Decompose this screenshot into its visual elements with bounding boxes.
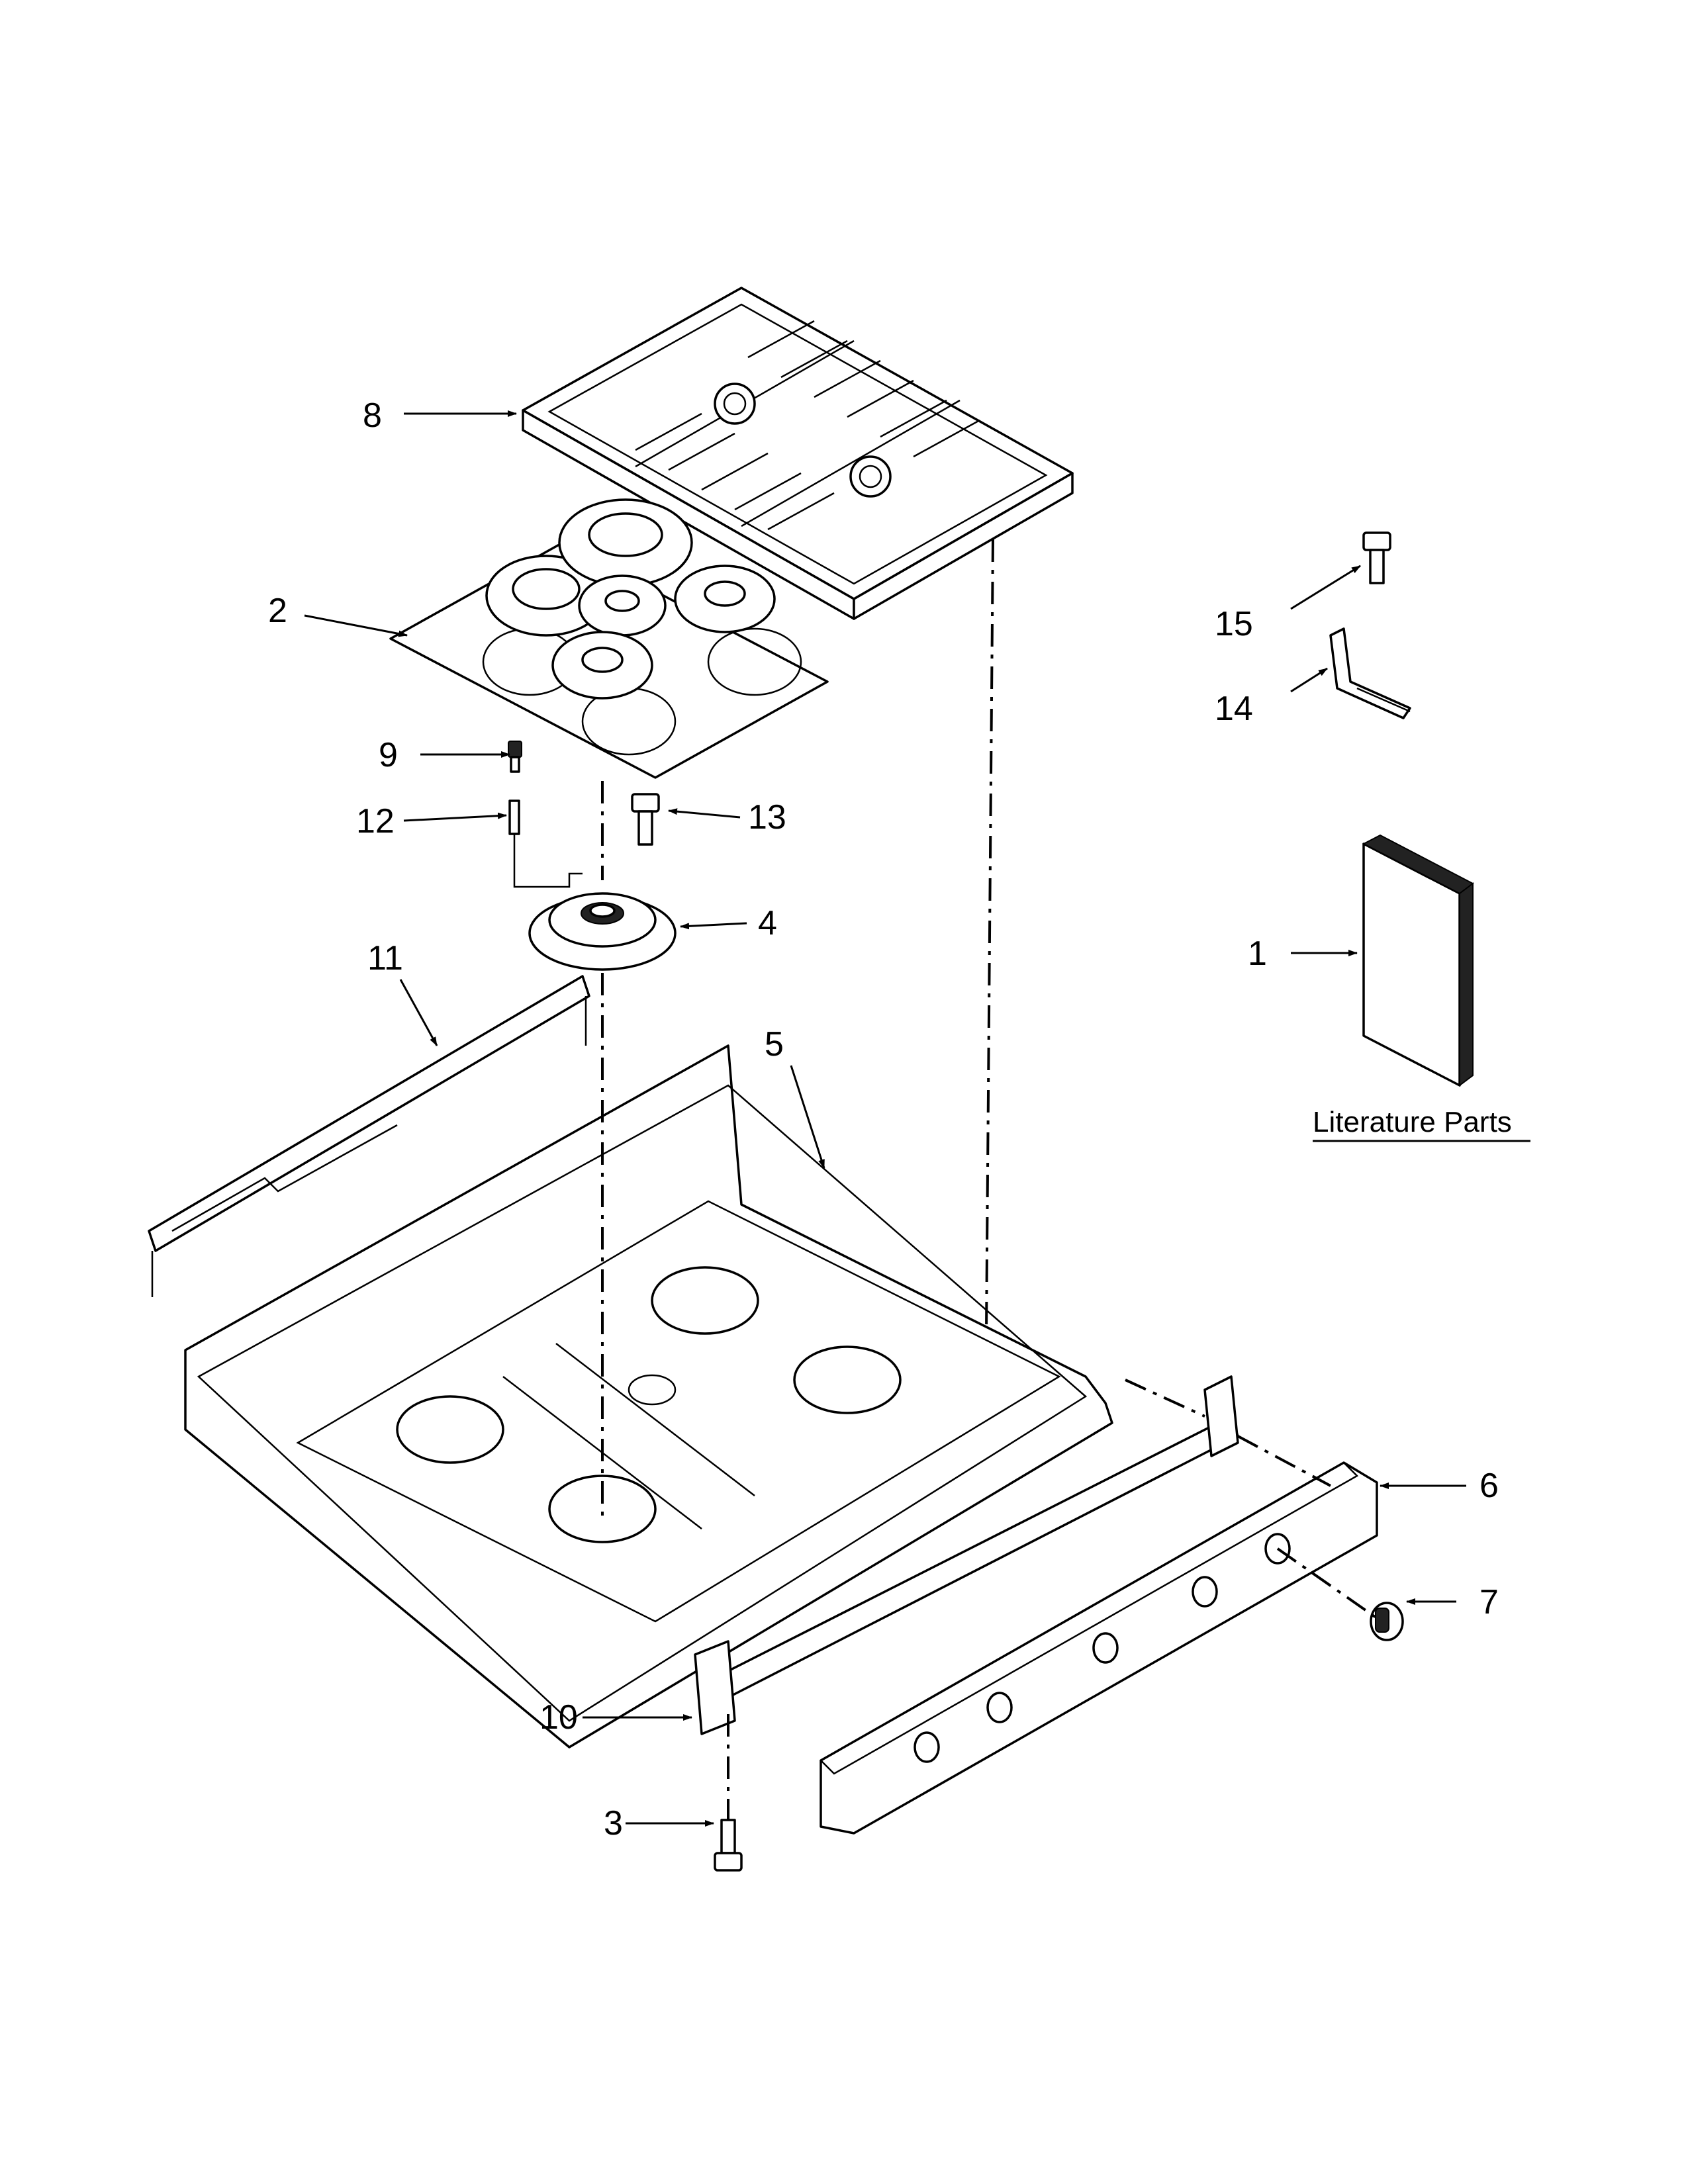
leaders — [304, 410, 1466, 1827]
literature-parts-label: Literature Parts — [1313, 1106, 1512, 1138]
callout-12: 12 — [356, 802, 395, 841]
callout-7: 7 — [1479, 1583, 1499, 1621]
callout-2: 2 — [268, 592, 287, 630]
assembly-lines — [601, 539, 1378, 1820]
callout-15: 15 — [1215, 605, 1253, 643]
bracket-11 — [148, 975, 590, 1297]
knob — [1370, 1602, 1404, 1641]
callout-5: 5 — [765, 1025, 784, 1064]
main-top — [184, 1044, 1113, 1749]
callout-4: 4 — [758, 904, 777, 942]
callout-13: 13 — [748, 798, 786, 837]
control-panel — [819, 1461, 1378, 1835]
literature-book — [1362, 834, 1474, 1087]
screw-13 — [631, 793, 660, 846]
callout-3: 3 — [604, 1804, 623, 1843]
rail-10 — [694, 1375, 1239, 1735]
callout-labels: 8 2 9 12 13 4 11 5 6 7 10 3 15 14 1 Lite… — [268, 396, 1530, 1843]
callout-11: 11 — [367, 939, 403, 978]
grate — [522, 287, 1074, 620]
callout-1: 1 — [1248, 934, 1267, 973]
callout-6: 6 — [1479, 1467, 1499, 1505]
cooktop-glass — [389, 498, 829, 779]
callout-14: 14 — [1215, 690, 1253, 728]
callout-9: 9 — [379, 736, 398, 774]
screw-15 — [1362, 531, 1391, 584]
igniter — [508, 741, 583, 888]
callout-10: 10 — [539, 1698, 578, 1737]
screw-3 — [714, 1819, 743, 1872]
clip-14 — [1329, 627, 1411, 719]
callout-8: 8 — [363, 396, 382, 435]
burner-base — [528, 892, 677, 971]
